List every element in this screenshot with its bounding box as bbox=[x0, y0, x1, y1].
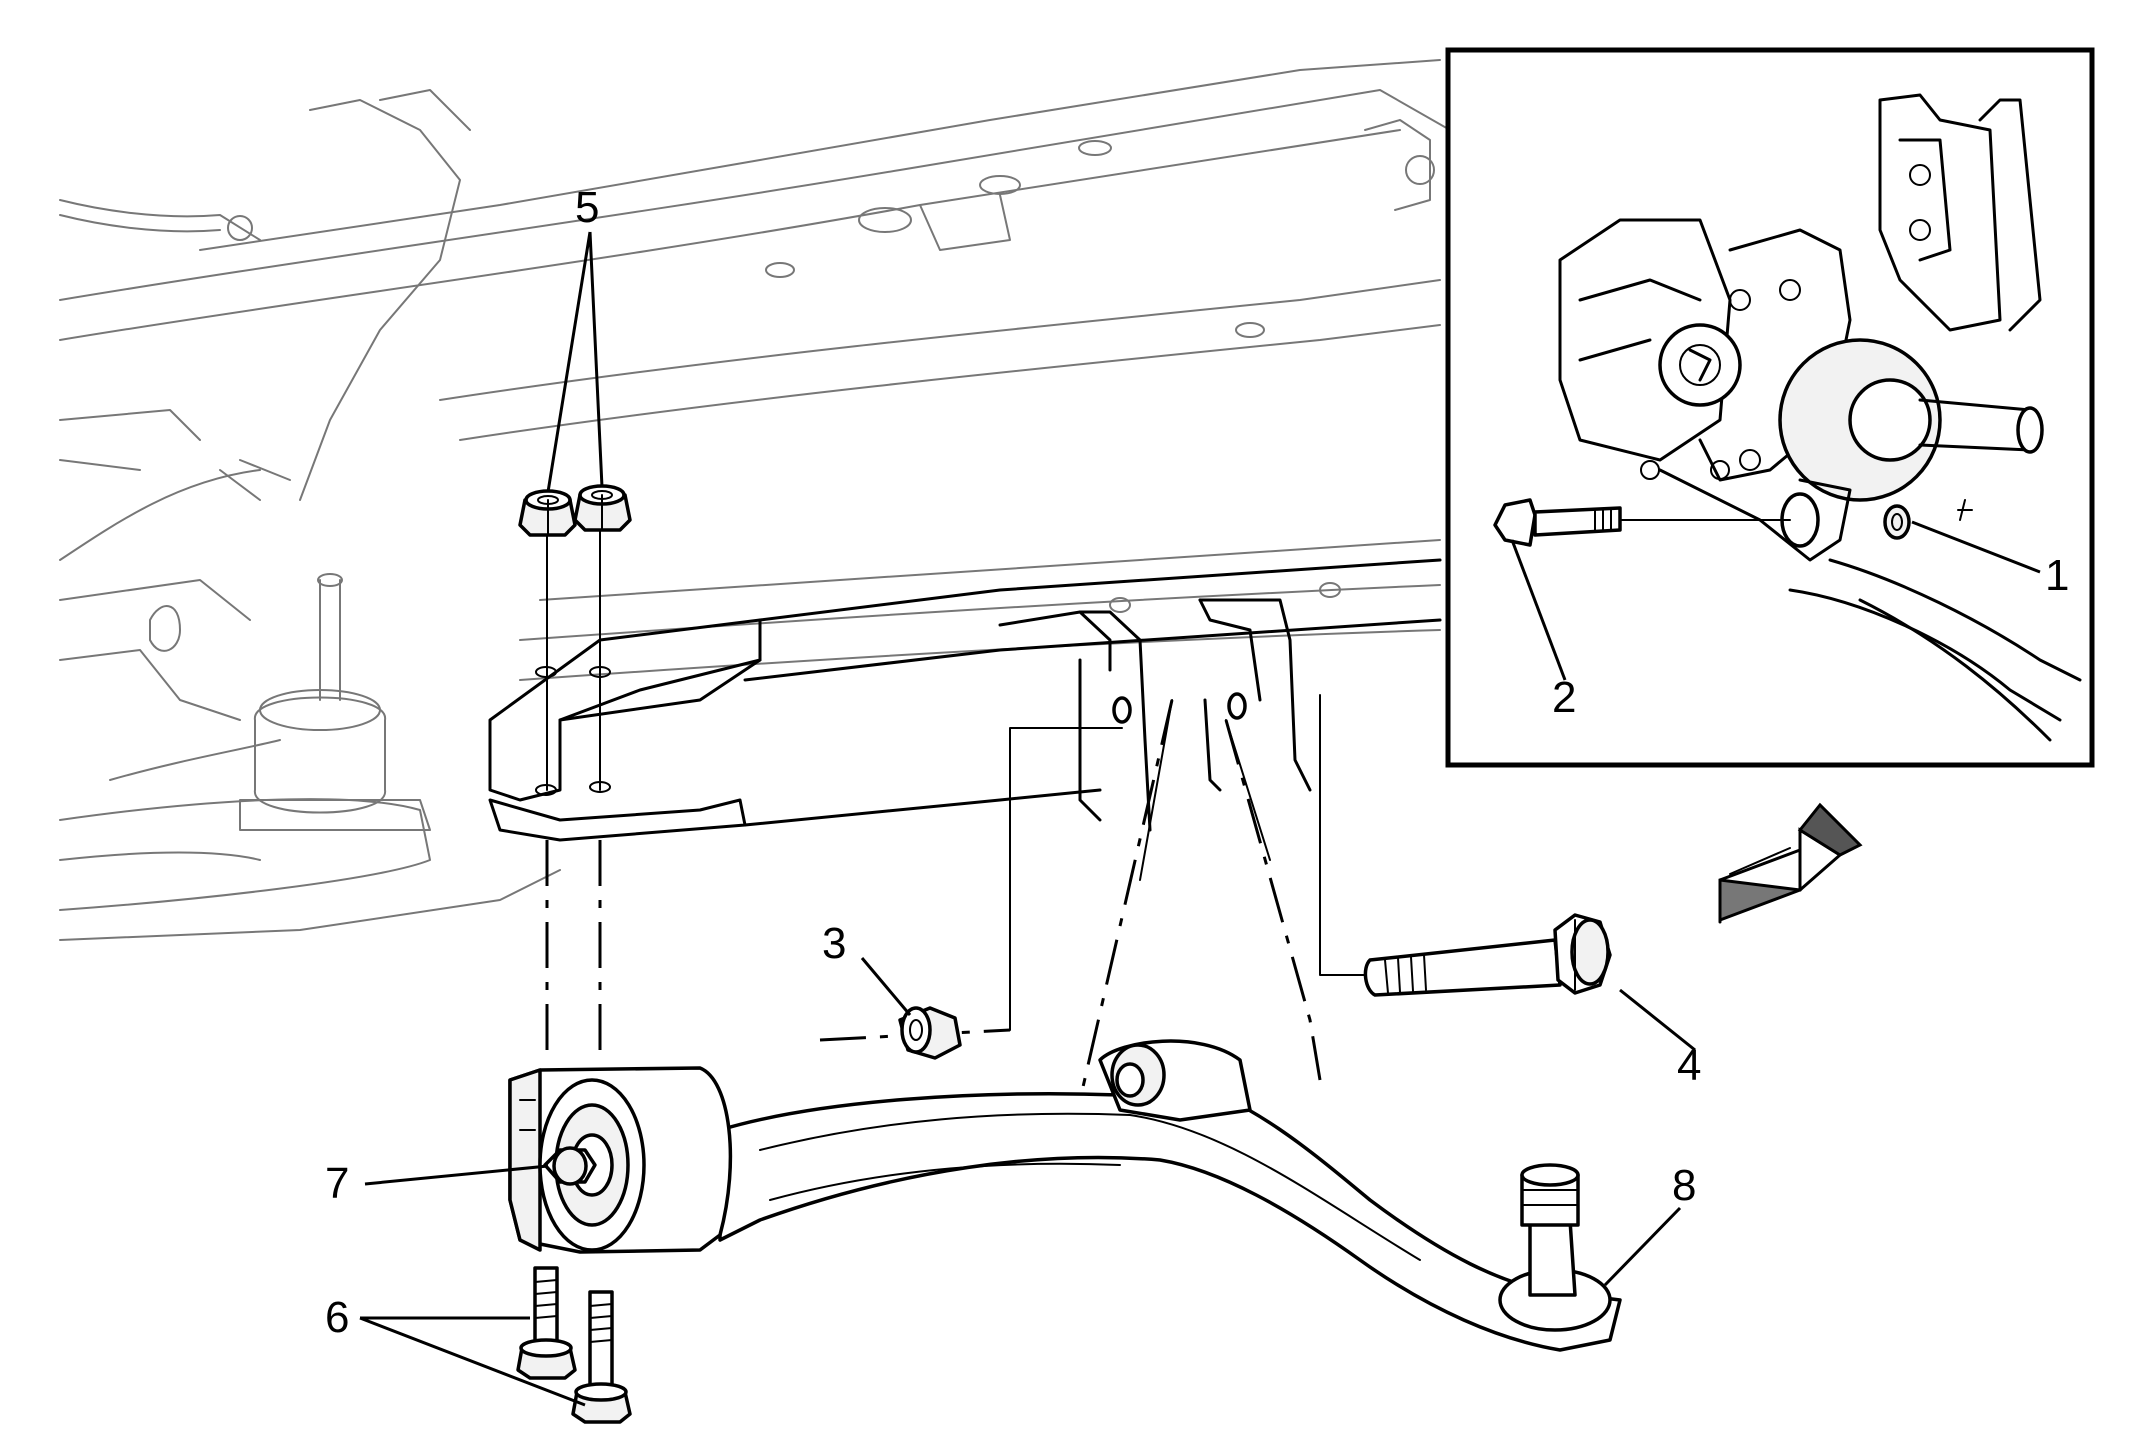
inset-nut bbox=[1883, 504, 1911, 540]
callout-6: 6 bbox=[325, 1293, 349, 1342]
callout-8: 8 bbox=[1672, 1161, 1696, 1210]
nut-right bbox=[573, 484, 632, 532]
nut-left bbox=[518, 489, 577, 537]
detail-inset bbox=[1445, 47, 2095, 768]
bolt-4 bbox=[1363, 913, 1612, 997]
callout-7: 7 bbox=[325, 1159, 349, 1208]
callout-5: 5 bbox=[575, 183, 599, 232]
inset-bolt bbox=[1493, 498, 1622, 547]
nuts-5 bbox=[518, 484, 632, 537]
assembly-centerlines bbox=[545, 519, 1371, 1101]
bolt-right bbox=[571, 1290, 632, 1424]
nut-3 bbox=[898, 1006, 962, 1060]
front-direction-arrow-icon bbox=[1718, 802, 1863, 924]
lower-control-arm-8 bbox=[508, 1039, 1622, 1352]
vehicle-frame-background bbox=[59, 59, 1451, 941]
bolt-left bbox=[516, 1266, 577, 1380]
crossmember-bracket bbox=[488, 558, 1442, 842]
bolts-6 bbox=[516, 1266, 632, 1424]
callout-leaders bbox=[359, 231, 2041, 1407]
callout-3: 3 bbox=[822, 919, 846, 968]
callout-4: 4 bbox=[1677, 1041, 1701, 1090]
callout-2: 2 bbox=[1552, 673, 1576, 722]
callout-1: 1 bbox=[2045, 551, 2069, 600]
rear-bushing-bolt-7 bbox=[543, 1146, 597, 1186]
callout-labels: 1 2 3 4 5 6 7 8 bbox=[325, 183, 2069, 1342]
